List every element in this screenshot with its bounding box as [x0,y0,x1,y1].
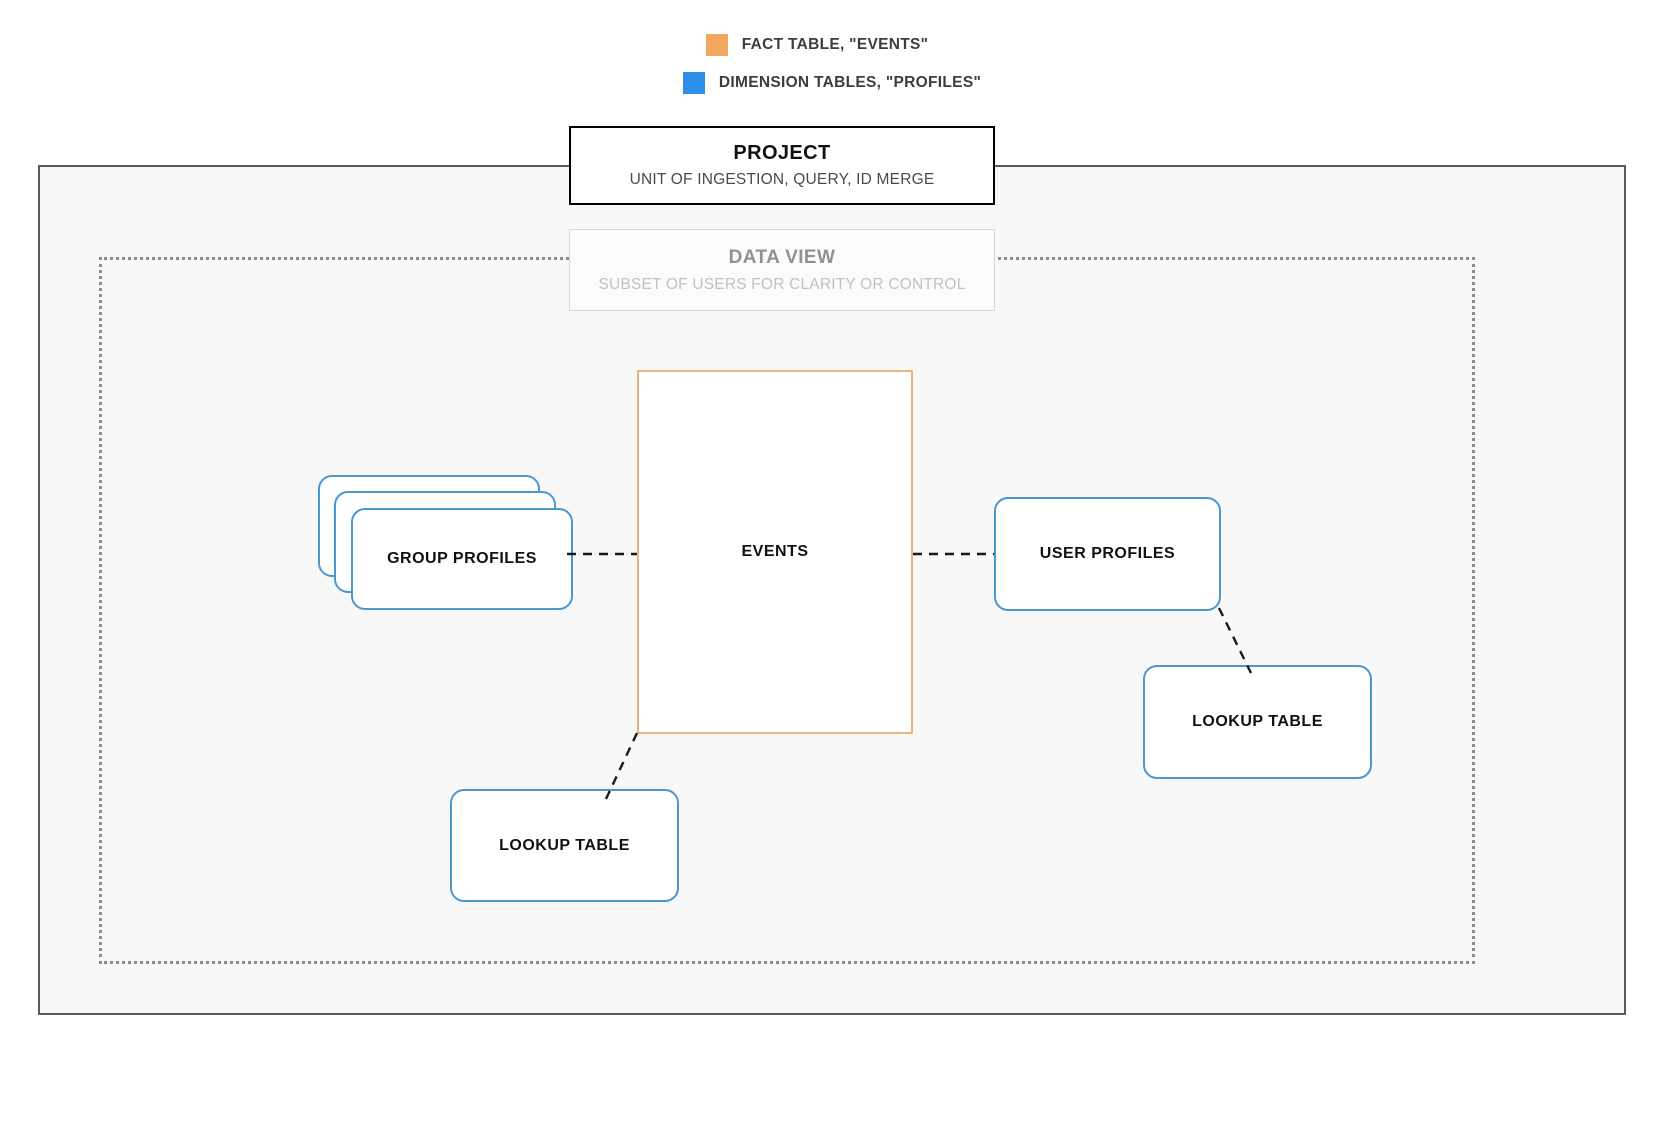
data-view-subtitle: SUBSET OF USERS FOR CLARITY OR CONTROL [598,275,966,293]
legend-swatch-orange-icon [705,34,728,56]
lookup-table-left-box[interactable]: LOOKUP TABLE [450,789,679,902]
data-view-title: DATA VIEW [728,246,836,268]
project-title: PROJECT [733,142,831,164]
legend: FACT TABLE, "EVENTS" DIMENSION TABLES, "… [0,30,1664,98]
user-profiles-box[interactable]: USER PROFILES [994,497,1221,611]
group-profiles-label: GROUP PROFILES [387,550,537,567]
project-card: PROJECT UNIT OF INGESTION, QUERY, ID MER… [569,126,995,205]
events-table-box[interactable]: EVENTS [637,370,913,734]
lookup-table-right-label: LOOKUP TABLE [1192,713,1323,730]
group-profiles-sheet-front[interactable]: GROUP PROFILES [351,508,573,610]
lookup-table-left-label: LOOKUP TABLE [499,836,630,854]
group-profiles-stack[interactable]: GROUP PROFILES [318,475,573,610]
legend-label-fact-table: FACT TABLE, "EVENTS" [741,36,929,53]
lookup-table-right-box[interactable]: LOOKUP TABLE [1143,665,1372,779]
legend-item-dimension-tables: DIMENSION TABLES, "PROFILES" [0,68,1664,98]
legend-label-dimension-tables: DIMENSION TABLES, "PROFILES" [718,74,982,91]
events-label: EVENTS [741,543,809,560]
user-profiles-label: USER PROFILES [1039,545,1176,562]
legend-swatch-blue-icon [682,72,705,94]
project-subtitle: UNIT OF INGESTION, QUERY, ID MERGE [629,171,935,188]
legend-item-fact-table: FACT TABLE, "EVENTS" [0,30,1664,60]
data-view-card: DATA VIEW SUBSET OF USERS FOR CLARITY OR… [569,229,995,311]
